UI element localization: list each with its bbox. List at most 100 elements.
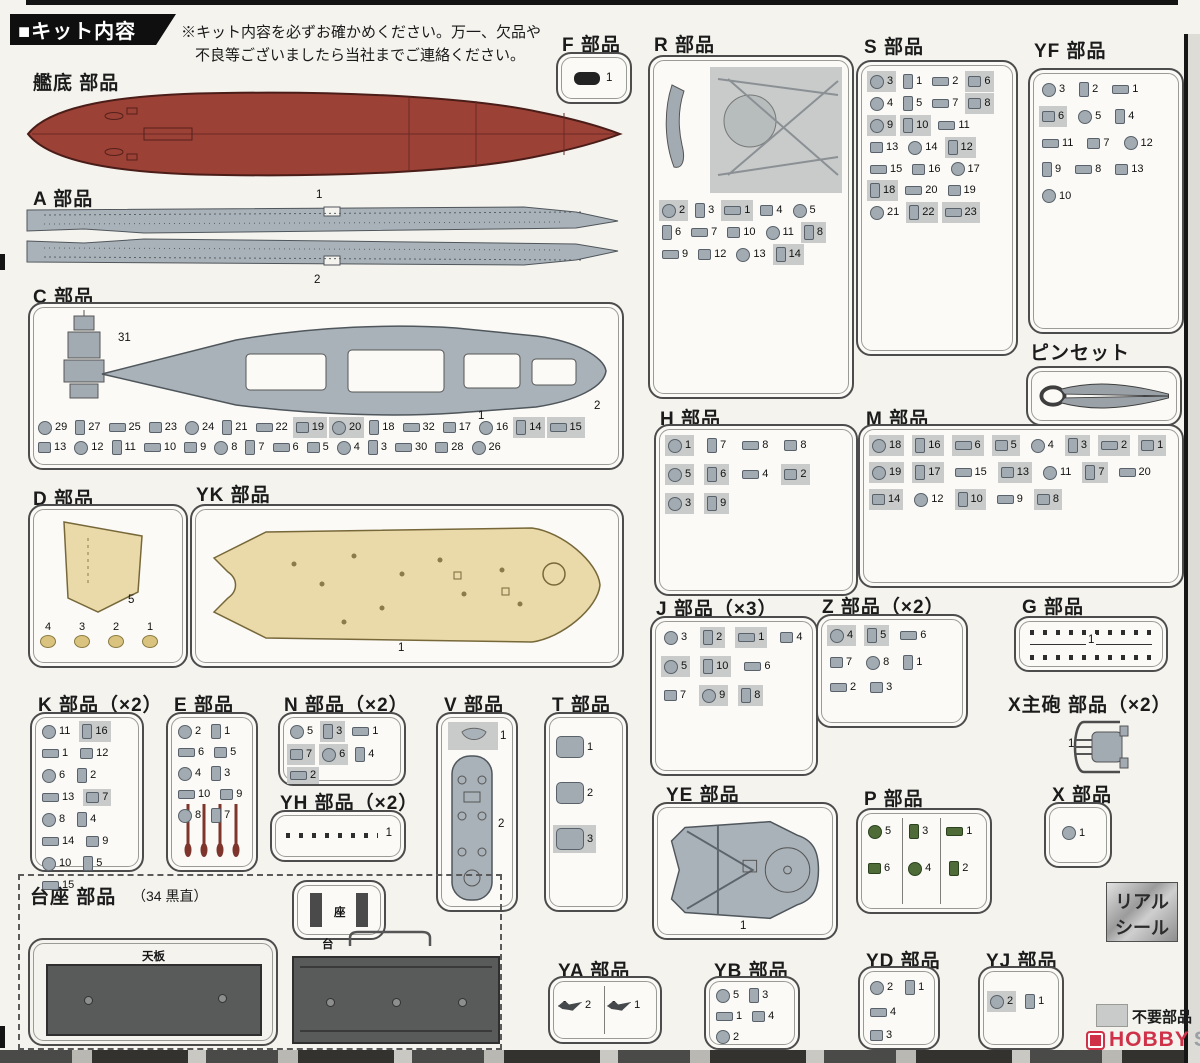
part-number: 11 bbox=[124, 441, 136, 453]
section-label-z: Z 部品（×2） bbox=[822, 597, 945, 618]
section-label-n: N 部品（×2） bbox=[284, 695, 409, 716]
section-label-t: T 部品 bbox=[552, 695, 611, 716]
part-number: 16 bbox=[928, 439, 941, 451]
part-number: 6 bbox=[974, 439, 981, 451]
part-number-chip: 2 bbox=[77, 768, 96, 783]
part-number: 1 bbox=[758, 631, 765, 643]
part-number-chip: 8 bbox=[1036, 492, 1059, 507]
part-glyph-icon bbox=[957, 492, 968, 507]
part-number: 6 bbox=[764, 660, 771, 672]
sprue-box-yh: 1 bbox=[270, 810, 406, 862]
part-number-chip: 10 bbox=[703, 659, 729, 674]
part-number: 1 bbox=[62, 747, 69, 759]
part-glyph-icon bbox=[38, 442, 51, 453]
part-number-chip: 1 bbox=[724, 203, 751, 218]
part-number: 1 bbox=[385, 827, 392, 839]
part-number: 1 bbox=[1132, 83, 1139, 95]
part-glyph-icon bbox=[1000, 467, 1014, 478]
part-glyph-icon bbox=[1115, 164, 1129, 175]
part-number-chip: 19 bbox=[947, 183, 976, 198]
hull-bottom-drawing bbox=[26, 91, 623, 177]
part-number: 13 bbox=[62, 791, 75, 803]
part-number: 1 bbox=[1038, 995, 1045, 1007]
part-number-chip: 8 bbox=[178, 808, 201, 823]
part-number: 17 bbox=[967, 162, 980, 175]
part-number: 6 bbox=[720, 468, 727, 480]
part-glyph-icon bbox=[108, 635, 124, 648]
part-number: 19 bbox=[311, 421, 324, 433]
part-glyph-icon bbox=[290, 771, 307, 780]
part-number: 2 bbox=[1092, 83, 1099, 95]
part-glyph-icon bbox=[950, 162, 965, 176]
part-glyph-icon bbox=[668, 438, 682, 453]
part-glyph-icon bbox=[40, 635, 56, 648]
part-glyph-icon bbox=[178, 790, 195, 799]
part-number: 10 bbox=[59, 857, 72, 869]
part-glyph-icon bbox=[1112, 85, 1130, 94]
part-number-chip: 5 bbox=[994, 438, 1017, 453]
part-number: 2 bbox=[962, 862, 969, 874]
part-glyph-icon bbox=[664, 690, 677, 701]
part-number: 26 bbox=[488, 441, 501, 453]
part-number: 15 bbox=[890, 162, 903, 175]
part-glyph-icon bbox=[868, 824, 882, 839]
part-number: 8 bbox=[800, 439, 807, 451]
part-number: 17 bbox=[928, 466, 941, 478]
part-glyph-icon bbox=[716, 1012, 733, 1021]
part-glyph-icon bbox=[908, 140, 923, 155]
part-number: 3 bbox=[1080, 439, 1087, 451]
part-number-chip: 9 bbox=[184, 440, 206, 455]
part-number: 2 bbox=[90, 769, 97, 781]
sprue-box-ye: 1 bbox=[652, 802, 838, 940]
part-glyph-icon bbox=[42, 768, 56, 783]
part-number: 11 bbox=[1060, 466, 1072, 478]
part-number: 2 bbox=[587, 786, 594, 799]
part-number: 8 bbox=[762, 439, 769, 451]
part-number: 1 bbox=[224, 725, 231, 737]
part-number: 7 bbox=[102, 791, 109, 803]
part-number: 5 bbox=[1095, 110, 1102, 122]
caution-note-line1: ※キット内容を必ずお確かめください。万一、欠品や bbox=[181, 24, 542, 41]
part-glyph-icon bbox=[471, 440, 486, 455]
part-number-chip: 17 bbox=[442, 420, 471, 435]
part-glyph-icon bbox=[1101, 441, 1118, 450]
section-label-v: V 部品 bbox=[444, 695, 504, 716]
part-number-chip: 9 bbox=[707, 496, 727, 511]
part-number-chip: 29 bbox=[38, 420, 67, 435]
part-number-chip: 6 bbox=[744, 659, 771, 674]
part-glyph-icon bbox=[86, 836, 100, 847]
part-number-chip: 6 bbox=[322, 747, 346, 762]
part-number: 23 bbox=[964, 206, 977, 218]
part-number: 3 bbox=[336, 725, 343, 737]
part-number-chip: 4 bbox=[1030, 438, 1054, 453]
part-number: 5 bbox=[733, 989, 740, 1001]
part-number: 16 bbox=[95, 725, 108, 737]
deck-part-drawing bbox=[101, 325, 607, 416]
part-number: 1 bbox=[372, 725, 379, 737]
part-glyph-icon bbox=[42, 793, 59, 802]
part-number-chip: 7 bbox=[211, 808, 230, 823]
part-number: 2 bbox=[594, 400, 601, 412]
part-glyph-icon bbox=[1042, 82, 1056, 97]
part-number: 2 bbox=[498, 818, 505, 830]
part-glyph-icon bbox=[255, 423, 273, 432]
part-glyph-icon bbox=[968, 76, 982, 87]
part-number: 4 bbox=[368, 748, 375, 760]
part-glyph-icon bbox=[1025, 994, 1036, 1009]
part-glyph-icon bbox=[695, 203, 706, 218]
hull-sides-drawing bbox=[26, 206, 619, 266]
part-number: 7 bbox=[258, 441, 265, 453]
part-number-chip: 5 bbox=[290, 724, 313, 739]
part-glyph-icon bbox=[178, 808, 192, 823]
part-glyph-icon bbox=[211, 724, 222, 739]
part-number: 3 bbox=[708, 204, 715, 216]
part-number: 2 bbox=[310, 769, 317, 781]
part-number: 9 bbox=[200, 441, 207, 453]
part-glyph-icon bbox=[77, 768, 88, 783]
